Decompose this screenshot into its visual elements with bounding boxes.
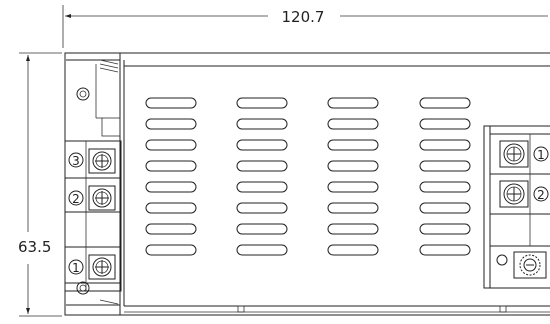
width-label: 120.7 bbox=[282, 8, 325, 26]
left-terminal-1: 1 bbox=[68, 254, 116, 280]
vent-slot bbox=[419, 244, 471, 256]
vent-slot bbox=[236, 244, 288, 256]
vent-slot bbox=[419, 97, 471, 109]
vent-slot bbox=[419, 118, 471, 130]
right-terminal-1-label: 1 bbox=[537, 148, 545, 162]
right-terminal-2: 2 bbox=[499, 180, 549, 208]
left-terminal-2-label: 2 bbox=[72, 192, 80, 206]
vent-slot bbox=[236, 223, 288, 235]
screw-icon bbox=[88, 254, 116, 280]
mounting-hole-bottom bbox=[76, 281, 90, 295]
vent-slot bbox=[236, 181, 288, 193]
adjust-potentiometer bbox=[513, 251, 547, 279]
vent-slot bbox=[419, 223, 471, 235]
vent-slot bbox=[236, 118, 288, 130]
vent-slot bbox=[419, 181, 471, 193]
left-terminal-3-label: 3 bbox=[72, 154, 80, 168]
vent-slot bbox=[145, 223, 197, 235]
right-terminal-2-label: 2 bbox=[537, 188, 545, 202]
vent-slot bbox=[145, 118, 197, 130]
left-terminal-2: 2 bbox=[68, 185, 116, 211]
vent-slot bbox=[236, 139, 288, 151]
screw-icon bbox=[88, 185, 116, 211]
vent-slot bbox=[419, 139, 471, 151]
width-dimension: 120.7 bbox=[62, 5, 548, 48]
height-dimension: 63.5 bbox=[18, 52, 62, 317]
vent-slot bbox=[327, 160, 379, 172]
screw-icon bbox=[499, 140, 529, 168]
screw-icon bbox=[499, 180, 529, 208]
vent-slot bbox=[145, 181, 197, 193]
vent-slot bbox=[419, 202, 471, 214]
chassis bbox=[64, 52, 550, 316]
vent-slot bbox=[327, 223, 379, 235]
left-terminal-1-label: 1 bbox=[72, 261, 80, 275]
vent-slots bbox=[145, 97, 471, 256]
vent-slot bbox=[145, 202, 197, 214]
vent-slot bbox=[145, 244, 197, 256]
vent-slot bbox=[145, 139, 197, 151]
vent-slot bbox=[236, 160, 288, 172]
vent-slot bbox=[327, 139, 379, 151]
left-terminal-3: 3 bbox=[68, 148, 116, 174]
screw-icon bbox=[88, 148, 116, 174]
vent-slot bbox=[327, 244, 379, 256]
vent-slot bbox=[327, 202, 379, 214]
height-label: 63.5 bbox=[18, 238, 51, 256]
vent-slot bbox=[236, 202, 288, 214]
vent-slot bbox=[145, 160, 197, 172]
mounting-hole-top bbox=[76, 87, 90, 101]
left-terminal-block bbox=[64, 140, 122, 292]
right-terminal-1: 1 bbox=[499, 140, 549, 168]
vent-slot bbox=[236, 97, 288, 109]
vent-slot bbox=[327, 118, 379, 130]
vent-slot bbox=[327, 181, 379, 193]
led-indicator bbox=[496, 254, 508, 266]
vent-slot bbox=[327, 97, 379, 109]
vent-slot bbox=[145, 97, 197, 109]
vent-slot bbox=[419, 160, 471, 172]
